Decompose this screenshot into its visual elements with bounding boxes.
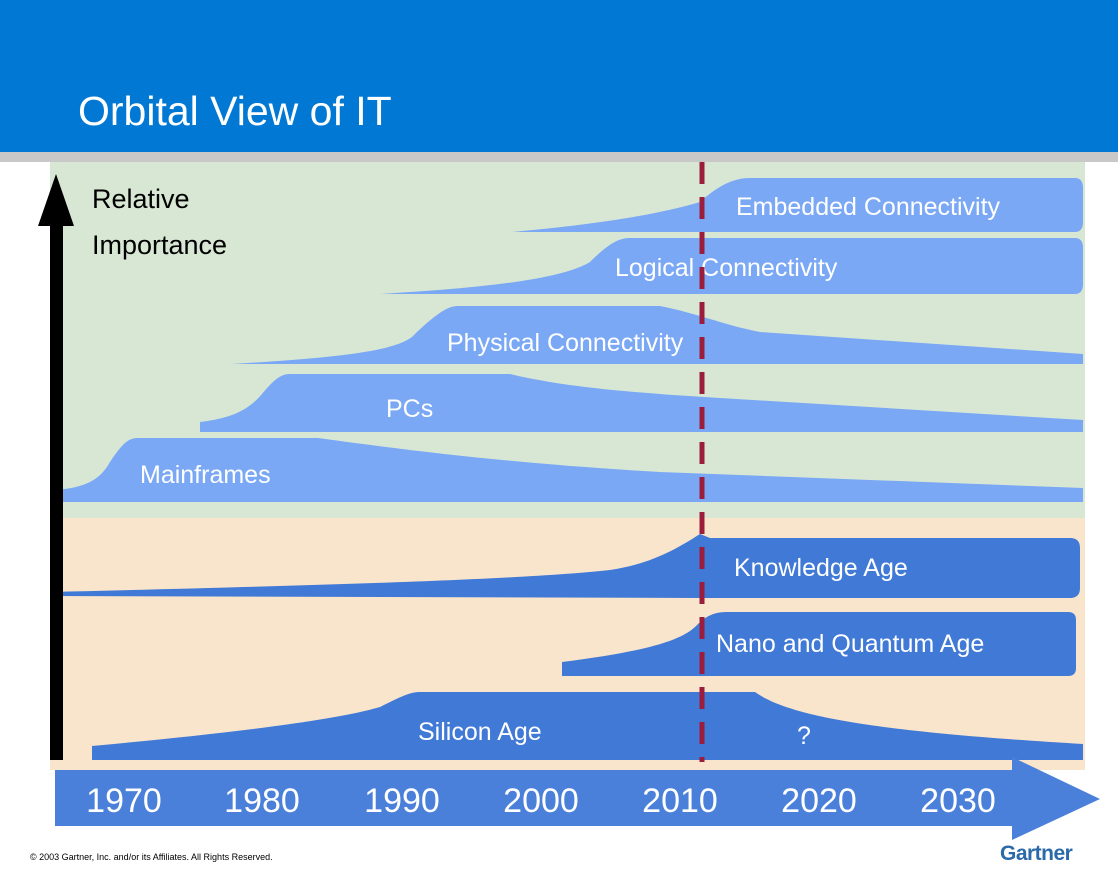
band-embedded-connectivity bbox=[512, 178, 1083, 232]
band-pcs bbox=[200, 374, 1083, 432]
label-nano-quantum-age: Nano and Quantum Age bbox=[716, 630, 984, 658]
timeline-year-1970: 1970 bbox=[86, 782, 162, 820]
label-logical-connectivity: Logical Connectivity bbox=[615, 254, 838, 282]
timeline-arrow bbox=[55, 757, 1100, 840]
timeline-year-2020: 2020 bbox=[781, 782, 857, 820]
band-silicon-age bbox=[92, 692, 1083, 760]
band-mainframes bbox=[54, 438, 1083, 502]
band-nano-quantum-age bbox=[562, 612, 1076, 676]
header-divider bbox=[0, 152, 1118, 162]
band-physical-connectivity bbox=[232, 306, 1083, 364]
y-axis-label-line1: Relative bbox=[92, 184, 190, 214]
label-knowledge-age: Knowledge Age bbox=[734, 554, 908, 582]
label-pcs: PCs bbox=[386, 395, 433, 423]
page-title: Orbital View of IT bbox=[78, 88, 392, 134]
timeline-year-1980: 1980 bbox=[224, 782, 300, 820]
label-silicon-age: Silicon Age bbox=[418, 718, 542, 746]
label-unknown-age: ? bbox=[797, 722, 811, 750]
timeline-year-2030: 2030 bbox=[920, 782, 996, 820]
band-logical-connectivity bbox=[380, 238, 1083, 294]
band-knowledge-age bbox=[50, 534, 1080, 598]
y-axis-label-line2: Importance bbox=[92, 230, 227, 260]
timeline-year-2010: 2010 bbox=[642, 782, 718, 820]
label-embedded-connectivity: Embedded Connectivity bbox=[736, 193, 1001, 221]
timeline-year-1990: 1990 bbox=[364, 782, 440, 820]
gartner-logo: Gartner bbox=[1000, 842, 1073, 865]
timeline-year-2000: 2000 bbox=[503, 782, 579, 820]
importance-arrow-head bbox=[38, 174, 74, 226]
label-physical-connectivity: Physical Connectivity bbox=[447, 329, 684, 357]
orbital-diagram: Embedded Connectivity Logical Connectivi… bbox=[38, 162, 1100, 840]
header-bar: Orbital View of IT bbox=[0, 0, 1118, 152]
copyright-notice: © 2003 Gartner, Inc. and/or its Affiliat… bbox=[30, 852, 273, 862]
label-mainframes: Mainframes bbox=[140, 461, 271, 489]
importance-arrow-shaft bbox=[50, 220, 63, 760]
